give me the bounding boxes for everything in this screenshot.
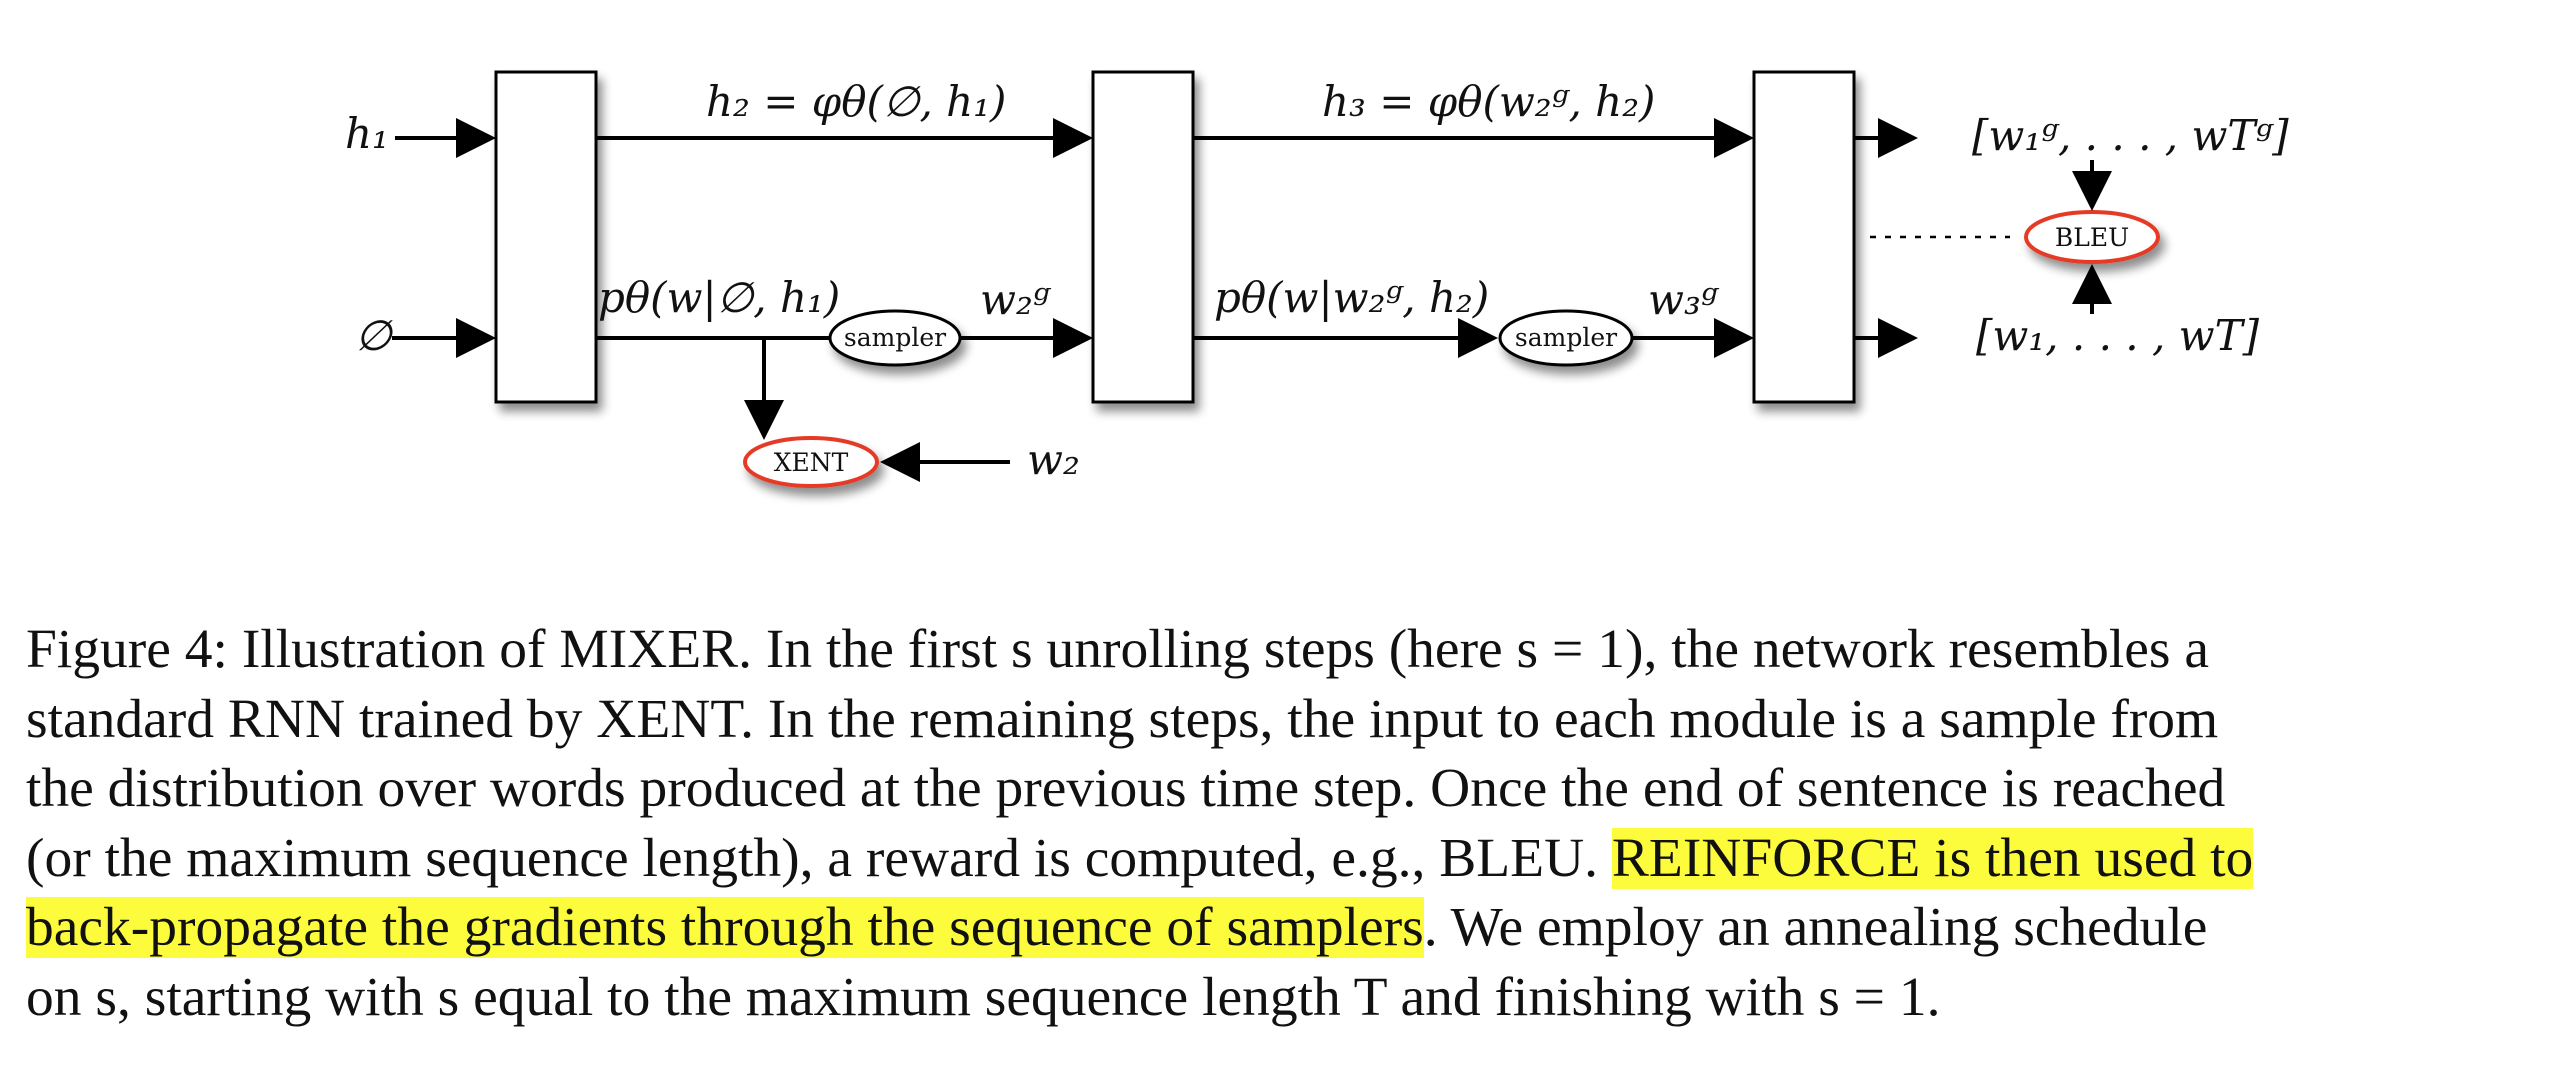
- prob-label-2: pθ(w|w₂ᵍ, h₂): [1214, 273, 1489, 322]
- rnn-module-2: [1091, 70, 1195, 404]
- caption-line-5: back-propagate the gradients through the…: [26, 893, 2526, 963]
- input-h1-label: h₁: [345, 109, 389, 158]
- mixer-diagram: h₁ ∅ h₂ = φθ(∅, h₁) h₃ = φθ(w₂ᵍ, h₂) pθ(…: [345, 70, 2289, 488]
- caption-line-4-text: (or the maximum sequence length), a rewa…: [26, 827, 1599, 889]
- xent-label: XENT: [774, 448, 849, 477]
- caption-line-1: Figure 4: Illustration of MIXER. In the …: [26, 619, 2210, 680]
- caption-highlight-1: REINFORCE is then used to: [1611, 827, 2254, 889]
- prob-label-1: pθ(w|∅, h₁): [598, 273, 840, 322]
- rnn-module-3: [1752, 70, 1856, 404]
- caption-highlight-2: back-propagate the gradients through the…: [26, 897, 1424, 958]
- hidden-label-1: h₂ = φθ(∅, h₁): [706, 77, 1006, 126]
- bleu-node: [2024, 210, 2160, 264]
- sample-label-1: w₂ᵍ: [980, 275, 1052, 324]
- caption-line-6: on s, starting with s equal to the maxim…: [26, 966, 1941, 1028]
- caption-line-4: (or the maximum sequence length), a rewa…: [26, 824, 2526, 894]
- bleu-label: BLEU: [2055, 223, 2129, 252]
- reference-sequence-label: [w₁, . . . , wT]: [1976, 311, 2260, 360]
- caption-line-3: the distribution over words produced at …: [26, 758, 2226, 819]
- sampler-label-2: sampler: [1515, 323, 1617, 352]
- sample-label-2: w₃ᵍ: [1648, 275, 1720, 324]
- caption-line-2: standard RNN trained by XENT. In the rem…: [26, 688, 2219, 750]
- sampler-label-1: sampler: [844, 323, 946, 352]
- xent-node: [743, 436, 879, 488]
- generated-sequence-label: [w₁ᵍ, . . . , wTᵍ]: [1972, 111, 2289, 160]
- hidden-label-2: h₃ = φθ(w₂ᵍ, h₂): [1322, 77, 1655, 126]
- figure-caption: Figure 4: Illustration of MIXER. In the …: [26, 615, 2526, 1032]
- caption-line-5-text: . We employ an annealing schedule: [1423, 897, 2208, 958]
- target-w2-label: w₂: [1027, 435, 1080, 484]
- input-empty-label: ∅: [355, 311, 394, 360]
- rnn-module-1: [494, 70, 598, 404]
